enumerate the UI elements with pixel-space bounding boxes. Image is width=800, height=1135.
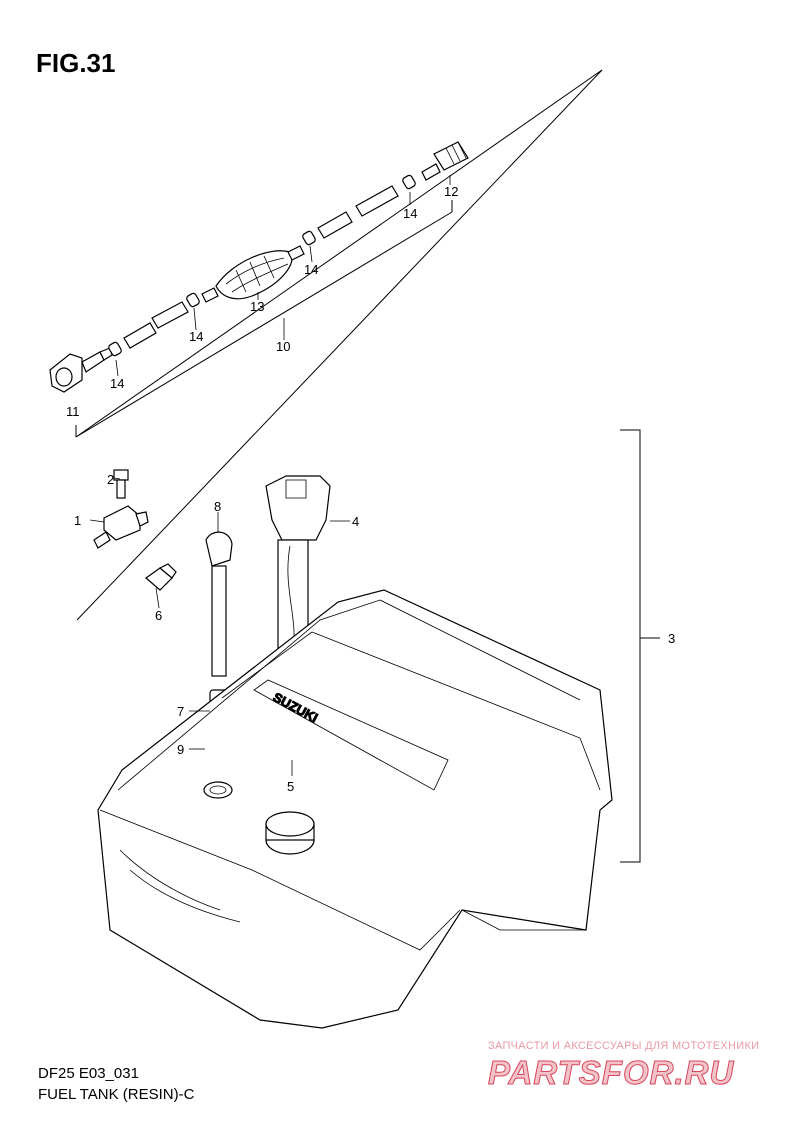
callout-12: 12 [444, 184, 458, 199]
hose-assembly-bracket [75, 69, 603, 621]
callout-14: 14 [189, 329, 203, 344]
fuel-connector-tank-side[interactable] [421, 141, 469, 181]
callout-13: 13 [250, 299, 264, 314]
callout-7: 7 [177, 704, 184, 719]
callout-14: 14 [110, 376, 124, 391]
callout-9: 9 [177, 742, 184, 757]
tank-assembly-bracket [620, 429, 660, 863]
callout-3: 3 [668, 631, 675, 646]
fuel-connector-engine-side[interactable] [49, 347, 113, 393]
fuel-hose-segment[interactable] [317, 185, 399, 239]
watermark-brand: PARTSFOR.RU [488, 1054, 735, 1092]
leader-lines [89, 175, 451, 776]
callout-8: 8 [214, 499, 221, 514]
suction-pipe[interactable] [205, 531, 233, 677]
callout-11: 11 [66, 404, 80, 419]
callout-10: 10 [276, 339, 290, 354]
hose-clamp[interactable] [402, 174, 417, 190]
watermark-tagline: ЗАПЧАСТИ И АКСЕССУАРЫ ДЛЯ МОТОТЕХНИКИ [488, 1040, 760, 1052]
fuel-joint[interactable] [93, 505, 149, 549]
callout-4: 4 [352, 514, 359, 529]
figure-name: FUEL TANK (RESIN)-C [38, 1086, 195, 1103]
hose-clamp[interactable] [108, 341, 123, 357]
hose-clamp[interactable] [302, 230, 317, 246]
fuel-tank[interactable] [97, 589, 613, 1029]
primer-bulb[interactable] [201, 245, 305, 303]
bolt[interactable] [113, 469, 129, 499]
callout-14: 14 [403, 206, 417, 221]
callout-2: 2 [107, 472, 114, 487]
callout-14: 14 [304, 262, 318, 277]
callout-5: 5 [287, 779, 294, 794]
callout-1: 1 [74, 513, 81, 528]
watermark: ЗАПЧАСТИ И АКСЕССУАРЫ ДЛЯ МОТОТЕХНИКИ PA… [488, 1040, 788, 1092]
hose-clamp[interactable] [186, 292, 201, 308]
fuel-hose-segment[interactable] [123, 301, 189, 349]
figure-title: FIG.31 [36, 48, 116, 78]
figure-code: DF25 E03_031 [38, 1065, 139, 1082]
callout-6: 6 [155, 608, 162, 623]
union-fitting[interactable] [145, 563, 177, 591]
